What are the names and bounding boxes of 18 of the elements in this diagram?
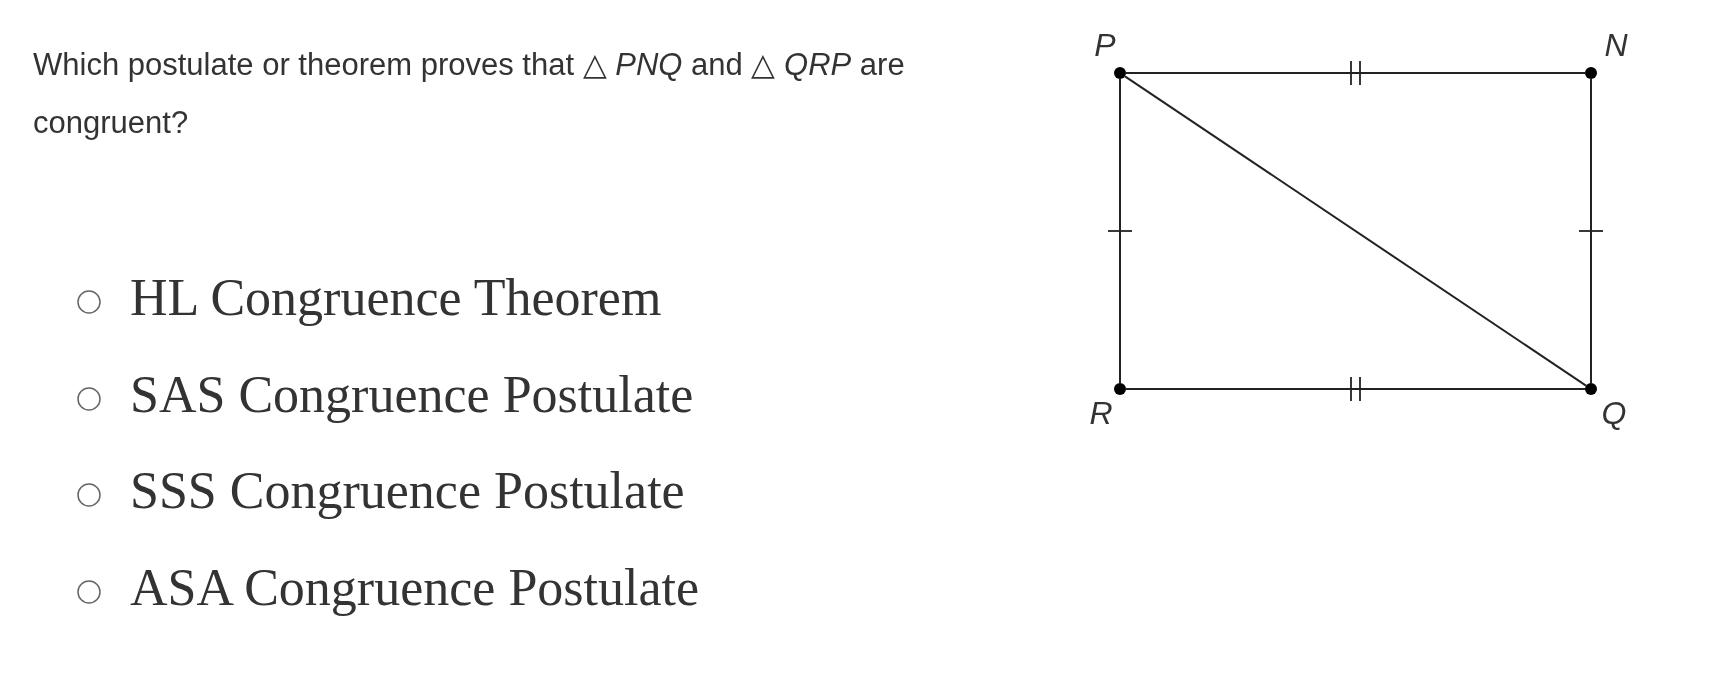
line-segment (1125, 60, 1586, 86)
vertex-point (1585, 383, 1597, 395)
question-text: Which postulate or theorem proves that △ PNQ and △ QRP are congruent? (33, 46, 906, 142)
vertex-point (1585, 67, 1597, 79)
line-segment (1124, 75, 1587, 387)
answer-option: SSS Congruence Postulate (130, 461, 685, 520)
vertex-label: R (1088, 395, 1114, 432)
answer-option: SAS Congruence Postulate (130, 365, 694, 424)
answer-option: ASA Congruence Postulate (130, 558, 700, 617)
vertex-point (1114, 383, 1126, 395)
line-segment (1578, 78, 1604, 384)
line-segment (1107, 78, 1133, 384)
answer-option: HL Congruence Theorem (130, 268, 662, 327)
line-segment (1125, 376, 1586, 402)
vertex-point (1114, 67, 1126, 79)
vertex-label: P (1093, 27, 1117, 64)
vertex-label: Q (1600, 395, 1628, 432)
vertex-label: N (1603, 27, 1629, 64)
